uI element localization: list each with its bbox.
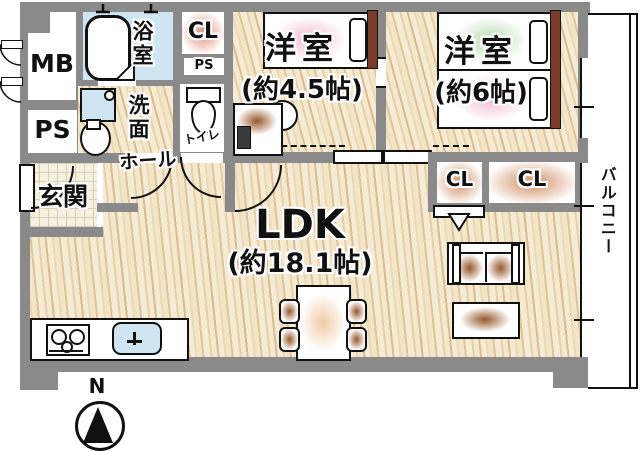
closet-small-floor xyxy=(437,162,482,203)
washroom-label: 洗面 xyxy=(126,94,151,142)
bedroom1-size-label: (約4.5帖) xyxy=(241,75,363,105)
kitchen-sink-icon xyxy=(112,322,162,355)
mb-door-leaf xyxy=(1,77,23,86)
ps2-compartment xyxy=(184,58,224,75)
bed-twin-1 xyxy=(437,12,554,71)
balcony-label: バルコニー xyxy=(597,166,617,256)
closet-door-bar xyxy=(433,205,485,218)
pillow-icon xyxy=(529,20,548,64)
bedroom1-name-label: 洋室 xyxy=(265,31,339,67)
ps-label: PS xyxy=(34,115,71,144)
sofa-armrest xyxy=(511,244,520,284)
closet-large-floor xyxy=(489,162,575,203)
coffee-table xyxy=(452,302,520,339)
closet-top-floor xyxy=(182,12,224,54)
washer-detail xyxy=(86,119,101,130)
sofa-armrest xyxy=(452,244,461,284)
north-arrow-triangle xyxy=(83,407,113,443)
wall-right-mid xyxy=(578,138,590,163)
dining-chair xyxy=(346,299,367,324)
sliding-door-bedroom2 xyxy=(383,150,432,164)
bathroom-label: 浴室 xyxy=(130,20,155,68)
burner-small xyxy=(61,341,73,353)
wall-hall-top xyxy=(22,153,225,163)
bedroom2-name-label: 洋室 xyxy=(444,34,518,70)
wall-entrance-bottom xyxy=(22,227,103,237)
faucet-cross xyxy=(133,332,136,345)
mb-label: MB xyxy=(30,49,74,78)
wall-right-top xyxy=(578,2,590,58)
dining-chair xyxy=(346,327,367,352)
ldk-size-label: (約18.1帖) xyxy=(227,248,373,279)
faucet-cross xyxy=(127,340,142,343)
window-tick-3 xyxy=(574,319,594,321)
table-glow xyxy=(302,295,344,350)
balcony-railing xyxy=(629,13,638,389)
coffee-table-glow xyxy=(460,307,510,332)
compass-north-label: N xyxy=(88,374,106,398)
ps2-label: PS xyxy=(194,58,214,73)
closet-large-label: CL xyxy=(517,167,547,191)
bed-headboard xyxy=(367,10,378,69)
bed-glow-pink xyxy=(457,75,525,120)
entrance-label: 玄関 xyxy=(37,182,88,211)
opening-dash-bedroom1 xyxy=(233,145,345,147)
burner xyxy=(51,329,67,345)
wall-joint xyxy=(376,57,386,88)
ps-compartment xyxy=(28,110,77,153)
closet-top-label: CL xyxy=(187,19,219,44)
toilet-bowl-icon xyxy=(191,100,216,134)
stove-icon xyxy=(46,324,90,356)
bath-door-opening xyxy=(98,80,136,86)
sofa-cushion xyxy=(485,252,514,282)
burner xyxy=(69,329,85,345)
dining-table xyxy=(296,285,351,361)
grill-line xyxy=(49,350,83,352)
bed-twin-2 xyxy=(437,69,554,129)
pillow-icon xyxy=(349,18,367,62)
pillow-icon xyxy=(529,77,548,121)
wall-hall-stub xyxy=(225,152,235,212)
pc-icon xyxy=(237,126,251,149)
bed-headboard xyxy=(550,10,561,129)
mb-compartment xyxy=(28,33,76,100)
window-tick-2 xyxy=(574,205,594,207)
bed-glow-pink xyxy=(275,18,345,60)
dining-chair xyxy=(279,327,300,352)
bedroom2-size-label: (約6帖) xyxy=(434,78,528,108)
bathtub-icon xyxy=(85,15,131,81)
ldk-name-label: LDK xyxy=(255,202,345,248)
dining-chair xyxy=(279,299,300,324)
balcony-area xyxy=(588,13,629,389)
north-arrow-icon xyxy=(75,401,125,451)
opening-dash-bedroom2 xyxy=(433,145,469,147)
mb-notch xyxy=(50,12,76,37)
bed-glow-green xyxy=(457,18,525,63)
washbasin-faucet-icon xyxy=(104,90,115,101)
mb-door-leaf xyxy=(1,40,23,49)
window-tick-1 xyxy=(574,106,594,108)
wall-hall-bottom-stub xyxy=(97,203,138,212)
sliding-door-bedroom1 xyxy=(333,150,383,164)
wall-right-bottom xyxy=(578,357,590,388)
sofa xyxy=(447,242,525,285)
bed-single xyxy=(263,12,371,69)
desk xyxy=(233,103,283,156)
entrance-step xyxy=(97,163,103,227)
closet-small-label: CL xyxy=(445,167,474,191)
